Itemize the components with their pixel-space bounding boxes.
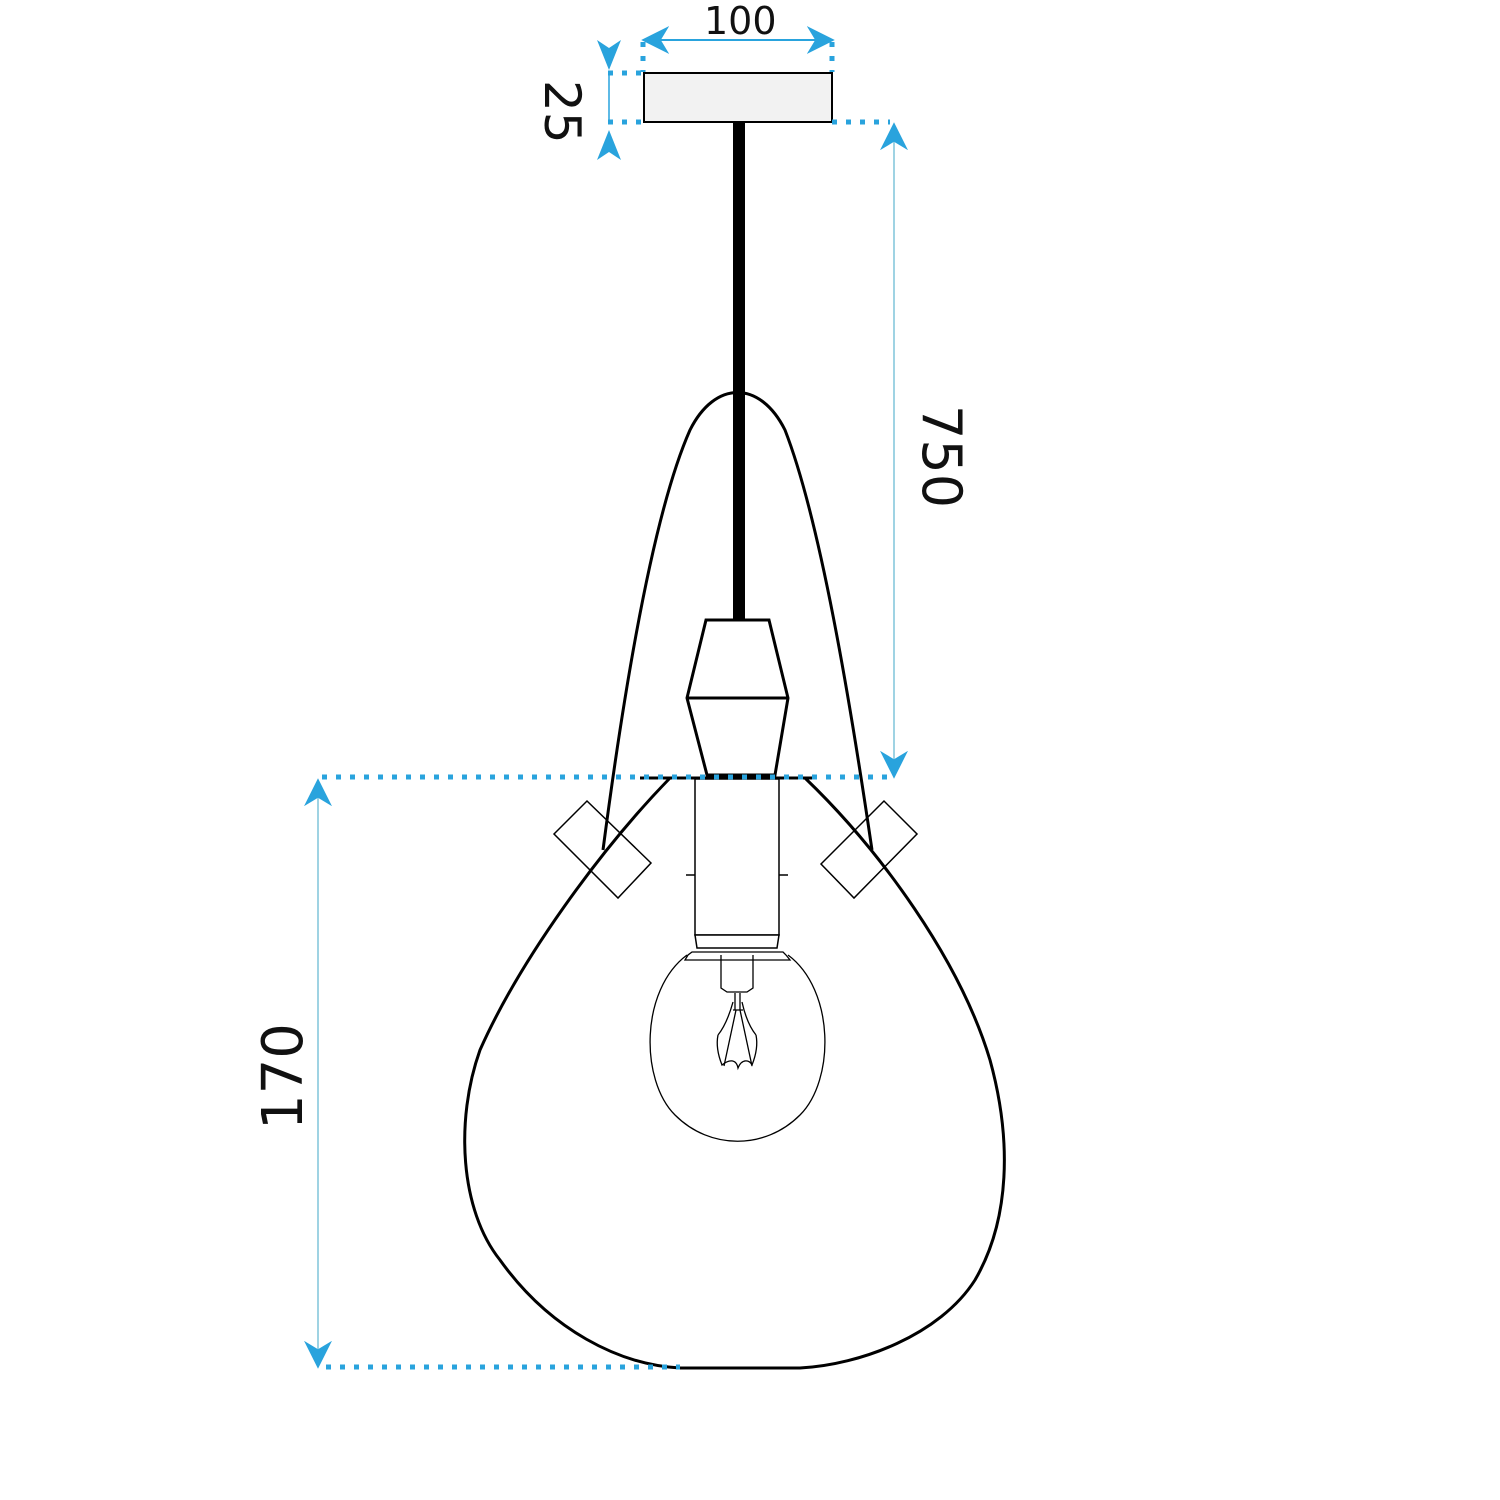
dimension-canopy-width	[640, 26, 835, 72]
light-bulb	[649, 951, 826, 1142]
dimension-shade-height	[304, 774, 890, 1370]
label-canopy-height: 25	[533, 80, 591, 144]
label-cable-drop: 750	[910, 405, 973, 509]
label-canopy-width: 100	[704, 0, 777, 43]
dimension-canopy-height	[597, 40, 644, 160]
outer-frame	[601, 391, 874, 851]
suspension-cable	[733, 122, 745, 622]
label-shade-height: 170	[251, 1023, 316, 1130]
lamp-socket	[686, 778, 788, 949]
ceiling-canopy	[643, 72, 833, 123]
dimension-cable-drop	[832, 119, 908, 779]
clip-brackets	[552, 799, 919, 900]
socket-cover	[685, 618, 790, 777]
